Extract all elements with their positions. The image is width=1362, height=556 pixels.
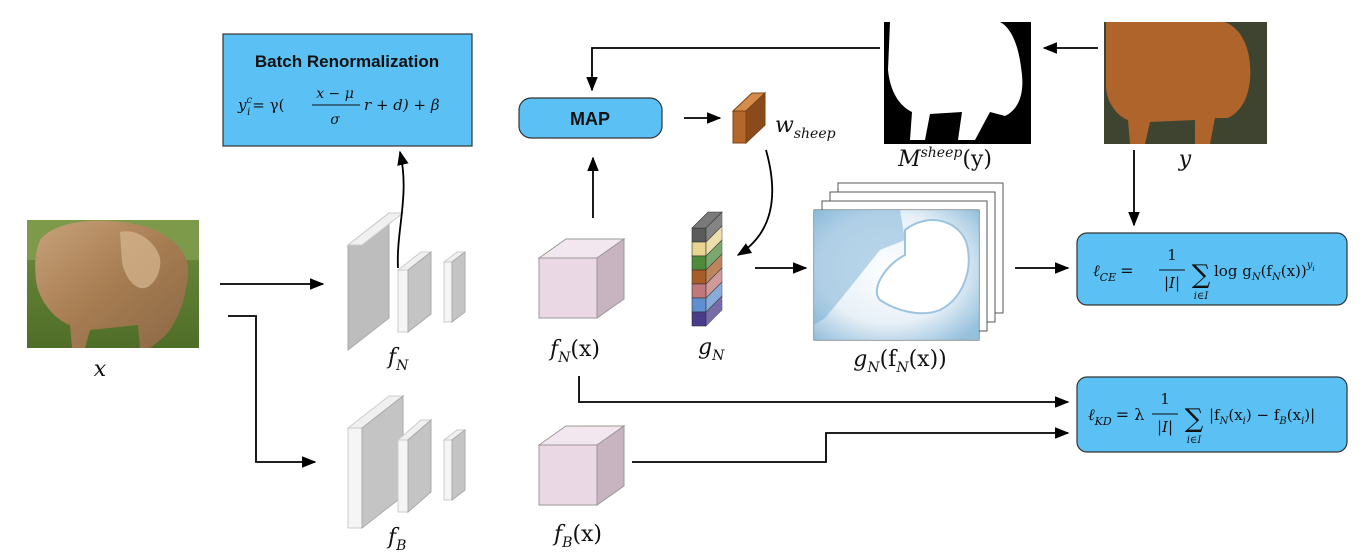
fb-feature-cube — [537, 425, 626, 506]
classifier-stack-top — [691, 211, 723, 229]
ce-frac-num: 1 — [1167, 246, 1177, 264]
kd-loss-formula: ℓKD= λ — [1088, 405, 1144, 428]
kd-frac-den: |I| — [1157, 418, 1173, 436]
sheep-mask-image — [884, 22, 1031, 144]
classifier-label: gN — [698, 335, 725, 364]
classifier-slice-front — [691, 311, 707, 327]
y-label: y — [1178, 147, 1192, 172]
ce-loss-formula: ℓCE= — [1093, 261, 1134, 284]
weights-label: wsheep — [775, 113, 836, 142]
kd-loss-box: ℓKD= λ 1 |I| ∑ i∈I |fN(xi) − fB(xi)| — [1076, 376, 1348, 453]
classifier-slice-front — [691, 227, 707, 243]
input-image — [27, 220, 199, 348]
ce-sum-sign: ∑ — [1192, 260, 1211, 290]
sheep-weight-vector — [731, 91, 767, 145]
arrow-x-to-fb — [228, 315, 317, 468]
batch-renorm-denominator: σ — [330, 112, 340, 128]
classifier-slice-front — [691, 269, 707, 285]
arrow-mask-to-map — [586, 47, 880, 92]
ce-body: log gN(fN(x))yi — [1214, 260, 1315, 283]
mask-label: Msheep(y) — [897, 145, 992, 172]
fbx-label: fB(x) — [552, 522, 602, 551]
x-label: x — [94, 357, 107, 382]
classifier-stack — [691, 211, 723, 327]
arrow-fn-to-batchrenorm — [396, 150, 409, 269]
arrow-weights-to-classifier — [736, 149, 773, 256]
ce-sum-sub: i∈I — [1194, 291, 1210, 302]
kd-body: |fN(xi) − fB(xi)| — [1209, 406, 1315, 427]
ce-loss-box: ℓCE= 1 |I| ∑ i∈I log gN(fN(x))yi — [1076, 232, 1348, 306]
fb-label: fB — [386, 525, 406, 554]
fn-feature-cube — [537, 238, 626, 319]
arrow-fbx-to-kd-loss — [632, 427, 1070, 463]
arrow-fnx-to-kd-loss — [578, 376, 1070, 408]
fn-label: fN — [386, 345, 409, 374]
kd-sum-sub: i∈I — [1187, 435, 1203, 446]
fn-network-layers — [346, 211, 467, 352]
classifier-slice-front — [691, 283, 707, 299]
kd-sum-sign: ∑ — [1185, 404, 1204, 434]
batch-renorm-title: Batch Renormalization — [255, 52, 439, 71]
ground-truth-image — [1104, 22, 1267, 144]
map-label: MAP — [570, 109, 610, 129]
kd-frac-num: 1 — [1160, 390, 1170, 408]
fnx-label: fN(x) — [548, 337, 600, 366]
ce-frac-den: |I| — [1164, 274, 1180, 292]
classifier-slice-side — [705, 295, 723, 327]
batch-renorm-numerator: x − μ — [316, 86, 354, 102]
output-label: gN(fN(x)) — [853, 347, 946, 376]
fb-network-layers — [346, 394, 467, 530]
classifier-slice-front — [691, 255, 707, 271]
classifier-slice-front — [691, 241, 707, 257]
batch-renorm-tail: r + d) + β — [364, 96, 440, 114]
classifier-slice-front — [691, 297, 707, 313]
map-block: MAP — [518, 97, 663, 139]
output-score-maps — [813, 182, 1004, 341]
